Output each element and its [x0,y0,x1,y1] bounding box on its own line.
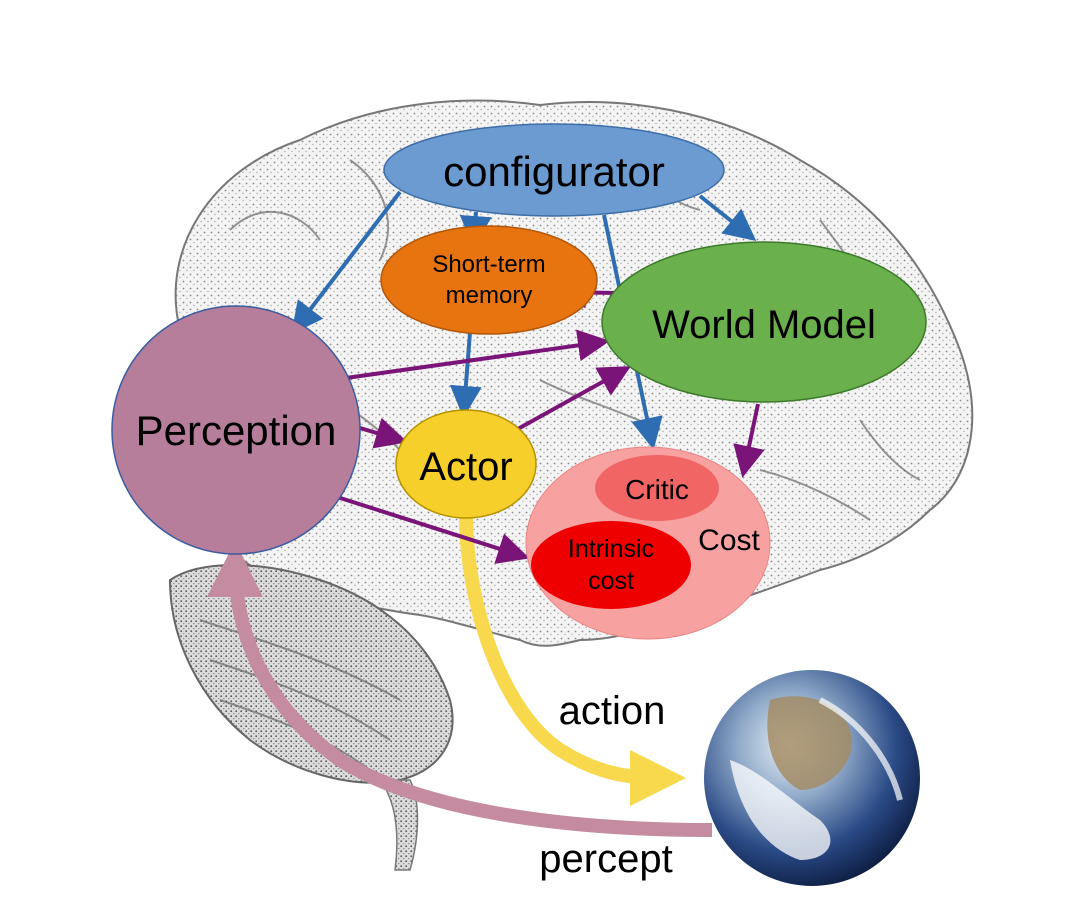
perception-label: Perception [136,407,337,454]
actor-label: Actor [419,445,512,489]
intrinsic-cost-label-line2: cost [588,567,634,595]
internal-arrows [333,276,765,564]
world-model-node: World Model [601,241,927,403]
short-term-memory-node: Short-term memory [380,225,598,335]
actor-node: Actor [395,409,537,519]
action-arrow [459,514,686,806]
arrow-configurator-to-actor [449,331,482,418]
arrow-world-model-to-cost [733,403,765,478]
configurator-label: configurator [443,148,665,195]
world-model-label: World Model [652,303,876,347]
perception-node: Perception [111,305,361,555]
arrow-configurator-to-world-model [698,194,757,241]
arrow-configurator-to-perception [291,190,402,335]
intrinsic-cost-label-line1: Intrinsic [568,535,654,563]
critic-node: Critic [595,455,719,521]
arrow-perception-to-actor [359,417,408,449]
memory-label-line1: Short-term [432,251,545,278]
arrow-perception-to-cost [333,494,530,564]
arrow-perception-to-world-model [345,329,610,380]
memory-label-line2: memory [446,282,533,309]
action-label: action [559,689,666,733]
intrinsic-cost-node: Intrinsic cost [531,521,691,609]
critic-label: Critic [625,474,689,505]
percept-arrow [207,541,713,837]
arrow-actor-to-world-model [515,366,631,432]
configurator-node: configurator [383,123,725,217]
cost-label: Cost [698,524,760,557]
percept-label: percept [539,837,672,881]
earth-globe [704,670,920,886]
